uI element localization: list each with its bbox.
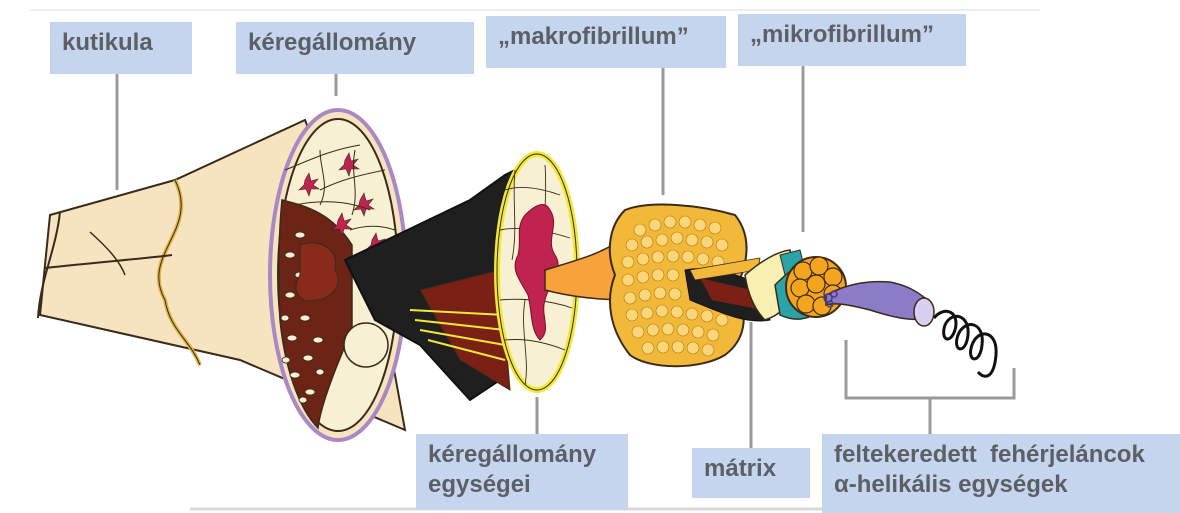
label-keregallomany-text: kéregállomány xyxy=(248,28,462,58)
label-mikrofibrillum: „mikrofibrillum” xyxy=(738,14,966,66)
label-kutikula-text: kutikula xyxy=(62,28,180,58)
label-feltekeredett-line2: α-helikális egységek xyxy=(834,470,1168,500)
alpha-helix-section xyxy=(824,282,996,377)
label-matrix-text: mátrix xyxy=(704,454,798,484)
label-makrofibrillum: „makrofibrillum” xyxy=(486,16,726,68)
label-keregallomany-egysegei-line1: kéregállomány xyxy=(428,440,616,470)
bracket-helix xyxy=(846,340,1014,398)
label-keregallomany: kéregállomány xyxy=(236,22,474,74)
label-keregallomany-egysegei: kéregállomány egységei xyxy=(416,434,628,510)
label-mikrofibrillum-text: „mikrofibrillum” xyxy=(750,20,954,50)
label-makrofibrillum-text: „makrofibrillum” xyxy=(498,22,714,52)
label-feltekeredett-line1: feltekeredett fehérjeláncok xyxy=(834,440,1168,470)
macrofibril-section xyxy=(610,205,770,367)
label-kutikula: kutikula xyxy=(50,22,192,74)
label-feltekeredett: feltekeredett fehérjeláncok α-helikális … xyxy=(822,434,1180,513)
label-keregallomany-egysegei-line2: egységei xyxy=(428,470,616,500)
label-matrix: mátrix xyxy=(692,448,810,498)
